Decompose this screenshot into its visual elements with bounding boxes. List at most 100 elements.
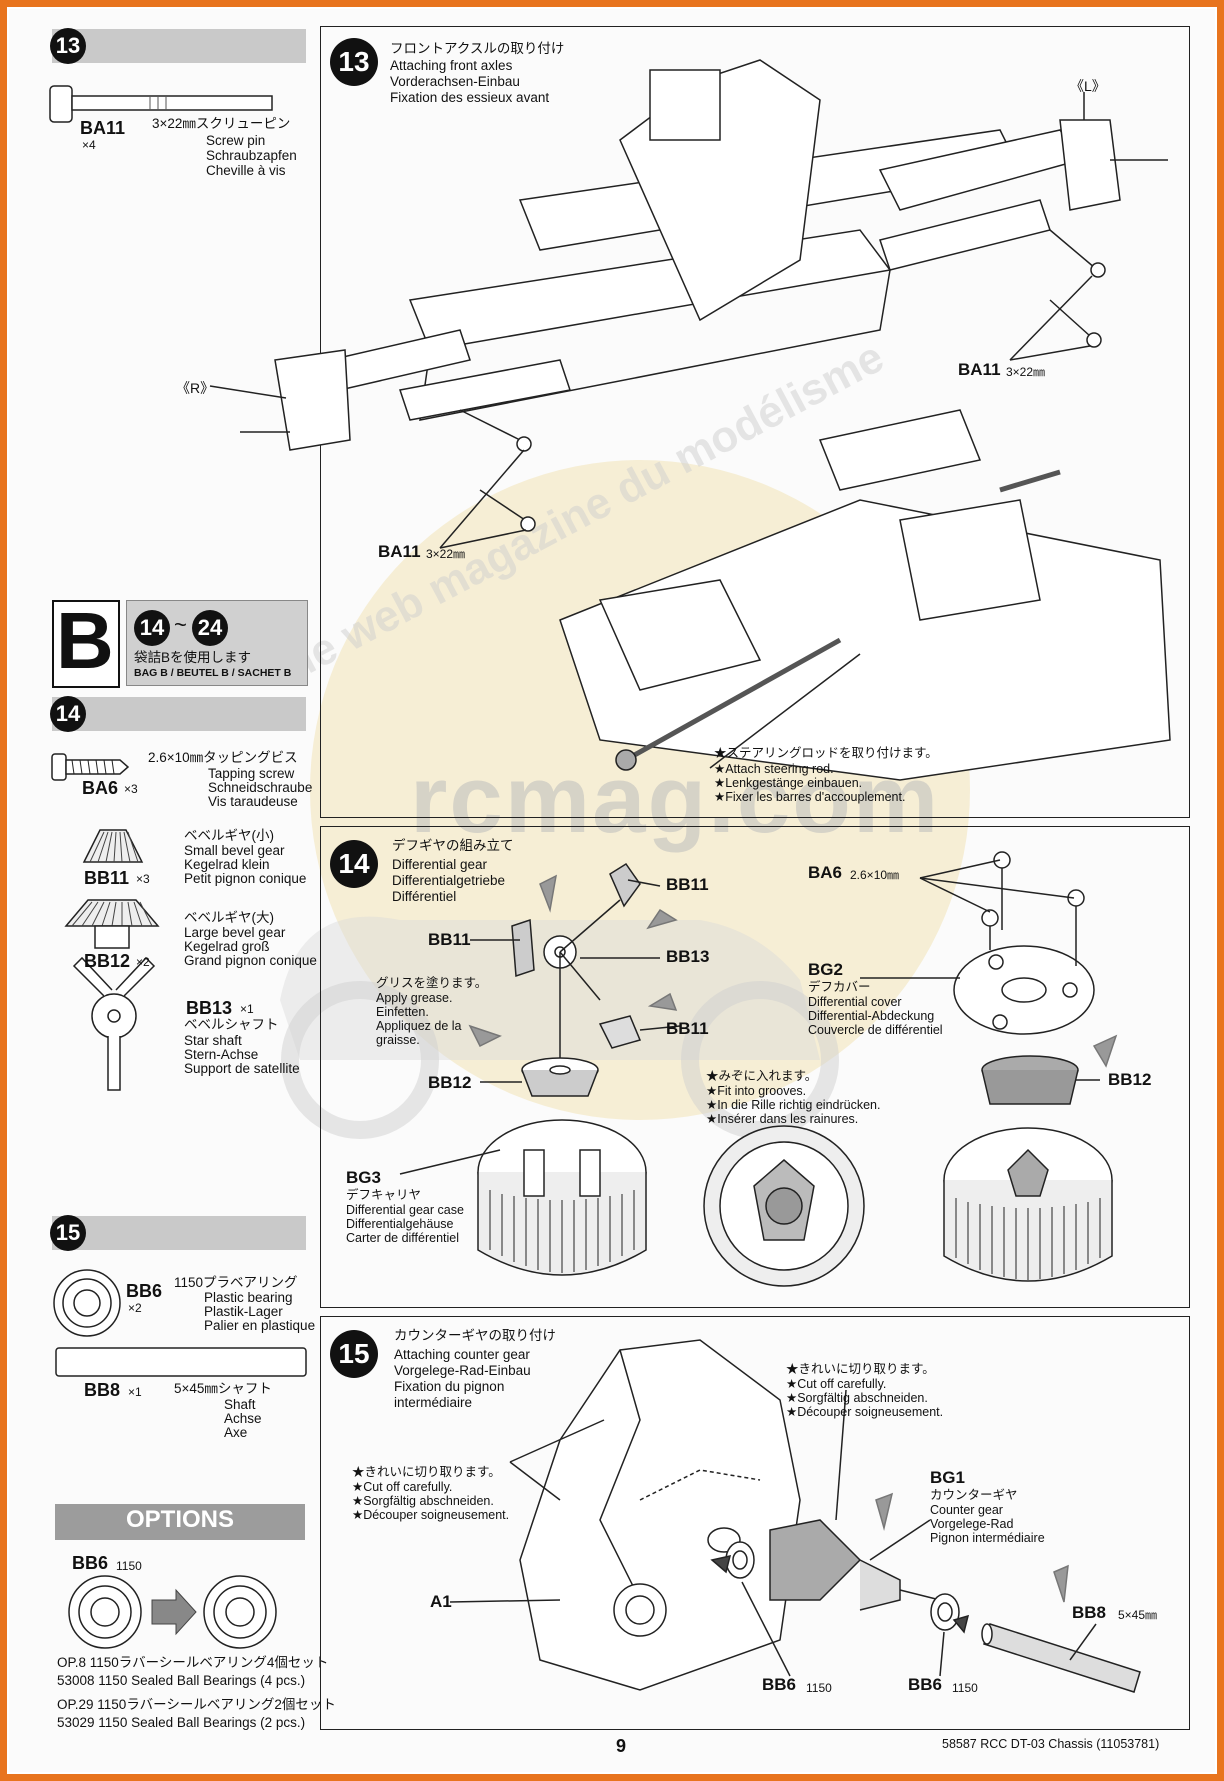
steering-note-en: ★Attach steering rod. [714, 762, 834, 776]
panel14-title-en: Differential gear [392, 857, 488, 872]
step13-header [52, 29, 306, 63]
bb12-qty: ×2 [136, 955, 150, 969]
steering-note-de: ★Lenkgestänge einbauen. [714, 776, 863, 790]
panel13-title-jp: フロントアクスルの取り付け [390, 41, 565, 56]
bb13-code: BB13 [186, 998, 233, 1018]
bg2-de: Differential-Abdeckung [808, 1009, 935, 1023]
bg2-fr: Couvercle de différentiel [808, 1023, 943, 1037]
grease-note-jp: グリスを塗ります。 [376, 976, 488, 990]
bb13-name-fr: Support de satellite [184, 1061, 300, 1076]
step15-header [52, 1216, 306, 1250]
bb6-qty: ×2 [128, 1301, 142, 1315]
panel13-number: 13 [330, 38, 378, 86]
panel14-ba6: BA6 [808, 863, 843, 882]
bb11-name-en: Small bevel gear [184, 843, 285, 858]
panel15-bb8-size: 5×45㎜ [1118, 1608, 1158, 1622]
panel15-a1: A1 [430, 1592, 452, 1611]
panel14-bb11-top: BB11 [666, 875, 709, 894]
grease-note-en: Apply grease. [376, 991, 453, 1005]
bb13-name-jp: ベベルシャフト [184, 1017, 279, 1032]
cut-left-jp: ★きれいに切り取ります。 [352, 1465, 501, 1479]
panel15-bb6-left-size: 1150 [806, 1681, 832, 1695]
bb6-name-de: Plastik-Lager [204, 1304, 283, 1319]
panel14-title-jp: デフギヤの組み立て [392, 838, 514, 853]
ba11-qty: ×4 [82, 138, 96, 152]
cut-left-de: ★Sorgfältig abschneiden. [352, 1494, 494, 1508]
bg1-de: Vorgelege-Rad [930, 1517, 1014, 1531]
options-title: OPTIONS [125, 1506, 234, 1533]
panel14-title-fr: Différentiel [392, 889, 457, 904]
ba6-name-jp: 2.6×10㎜タッピングビス [148, 750, 298, 765]
cut-left-fr: ★Découper soigneusement. [352, 1508, 510, 1522]
bag-range-start: 14 [134, 610, 170, 646]
op29-en: 53029 1150 Sealed Ball Bearings (2 pcs.) [57, 1715, 306, 1730]
options-header [55, 1504, 305, 1540]
page-number: 9 [616, 1736, 627, 1756]
bb11-name-de: Kegelrad klein [184, 857, 270, 872]
panel13-title-de: Vorderachsen-Einbau [390, 74, 520, 89]
bb8-code: BB8 [84, 1380, 121, 1400]
bb11-name-fr: Petit pignon conique [184, 871, 307, 886]
bb8-qty: ×1 [128, 1385, 142, 1399]
grease-note-fr2: graisse. [376, 1033, 420, 1047]
panel13-ba11-right: BA11 [958, 360, 1001, 379]
op8-jp: OP.8 1150ラバーシールベアリング4個セット [57, 1655, 329, 1670]
bb11-name-jp: ベベルギヤ(小) [184, 828, 274, 843]
ba11-name-en: Screw pin [206, 133, 266, 148]
panel14-bb11-bottom: BB11 [666, 1019, 709, 1038]
cut-right-jp: ★きれいに切り取ります。 [786, 1362, 935, 1376]
bb8-name-en: Shaft [224, 1397, 256, 1412]
bag-jp: 袋詰Bを使用します [134, 650, 252, 665]
options-bb6-code: BB6 [72, 1553, 109, 1573]
ba11-name-jp: 3×22㎜スクリューピン [152, 116, 291, 131]
cut-right-en: ★Cut off carefully. [786, 1377, 887, 1391]
panel14 [320, 826, 1190, 1308]
step14-number: 14 [50, 696, 86, 732]
panel13-title-en: Attaching front axles [390, 58, 513, 73]
ba6-name-en: Tapping screw [208, 766, 295, 781]
bag-b-box [52, 600, 120, 688]
groove-note-en: ★Fit into grooves. [706, 1084, 807, 1098]
grease-note-fr: Appliquez de la [376, 1019, 462, 1033]
panel13-title-fr: Fixation des essieux avant [390, 90, 550, 105]
groove-note-jp: ★みぞに入れます。 [706, 1069, 818, 1083]
bb6-name-en: Plastic bearing [204, 1290, 293, 1305]
grease-note-de: Einfetten. [376, 1005, 429, 1019]
groove-note-de: ★In die Rille richtig eindrücken. [706, 1098, 881, 1112]
bag-range-tilde: ~ [174, 612, 187, 637]
op8-en: 53008 1150 Sealed Ball Bearings (4 pcs.) [57, 1673, 306, 1688]
bg3-fr: Carter de différentiel [346, 1231, 460, 1245]
step14-header [52, 697, 306, 731]
panel13-ba11-left-size: 3×22㎜ [426, 547, 466, 561]
bag-en: BAG B / BEUTEL B / SACHET B [134, 667, 292, 679]
panel15-bb6-right: BB6 [908, 1675, 943, 1694]
ba6-code: BA6 [82, 778, 119, 798]
bb12-name-fr: Grand pignon conique [184, 953, 317, 968]
bg1-en: Counter gear [930, 1503, 1003, 1517]
bb11-code: BB11 [84, 868, 130, 888]
steering-note-fr: ★Fixer les barres d'accouplement. [714, 790, 906, 804]
panel15-bb6-left: BB6 [762, 1675, 797, 1694]
cut-right-fr: ★Découper soigneusement. [786, 1405, 944, 1419]
ba11-name-de: Schraubzapfen [206, 148, 297, 163]
bb8-name-fr: Axe [224, 1425, 248, 1440]
bb12-name-jp: ベベルギヤ(大) [184, 910, 274, 925]
bb13-qty: ×1 [240, 1002, 254, 1016]
panel14-number: 14 [330, 840, 378, 888]
bg1-fr: Pignon intermédiaire [930, 1531, 1045, 1545]
panel15-title-de: Vorgelege-Rad-Einbau [394, 1363, 531, 1378]
panel14-bg2: BG2 [808, 960, 843, 979]
bb12-code: BB12 [84, 951, 131, 971]
bb8-name-de: Achse [224, 1411, 262, 1426]
bb12-name-de: Kegelrad groß [184, 939, 270, 954]
panel15 [320, 1316, 1190, 1730]
step15-number: 15 [50, 1215, 86, 1251]
bag-range-end: 24 [192, 610, 228, 646]
step13-number: 13 [50, 28, 86, 64]
panel13-ba11-right-size: 3×22㎜ [1006, 365, 1046, 379]
bag-b-letter: B [56, 596, 114, 685]
ba6-name-de: Schneidschraube [208, 780, 313, 795]
